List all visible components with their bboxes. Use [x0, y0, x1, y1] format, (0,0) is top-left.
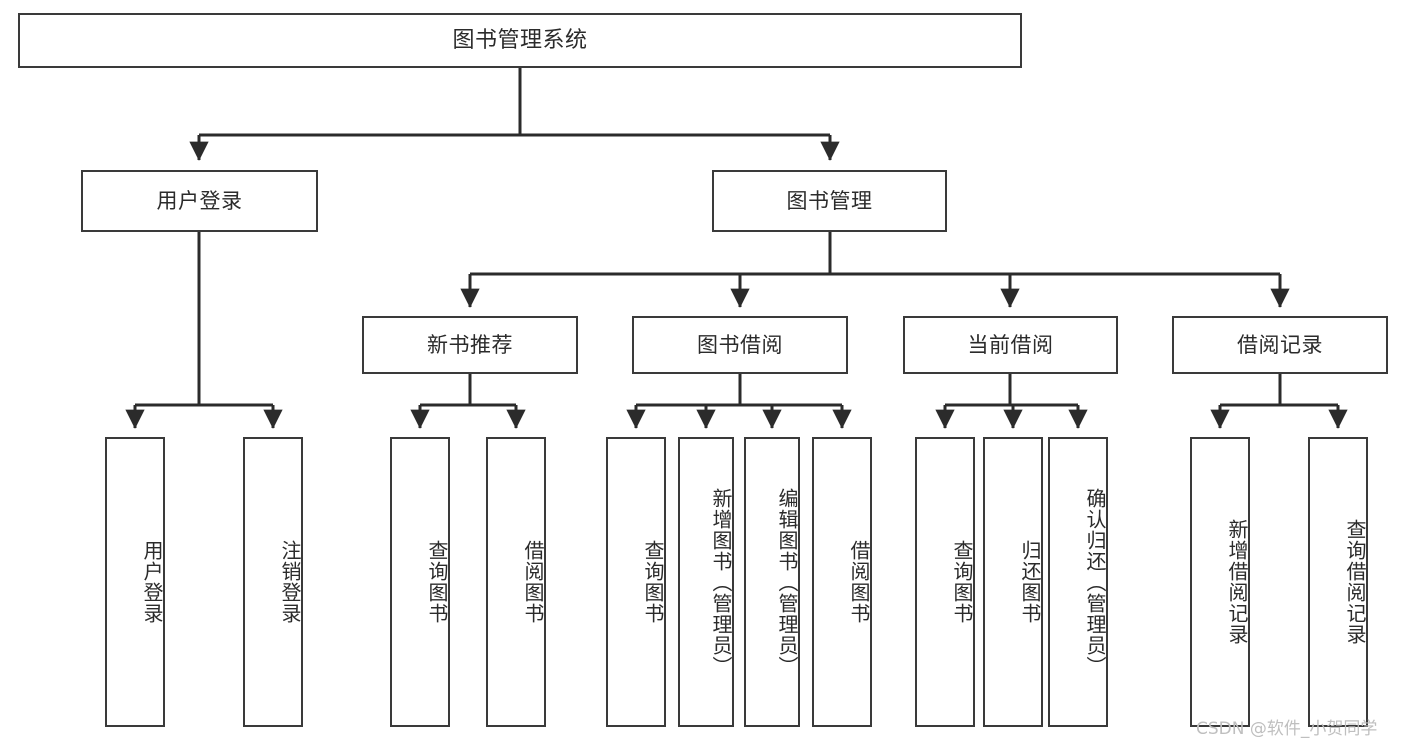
node-leaf-add-borrow-record[interactable]: 新增借阅记录 — [1190, 437, 1250, 727]
node-leaf-confirm-return-admin[interactable]: 确认归还（管理员） — [1048, 437, 1108, 727]
node-book-borrow[interactable]: 图书借阅 — [632, 316, 848, 374]
node-leaf-query-book-current[interactable]: 查询图书 — [915, 437, 975, 727]
node-leaf-edit-book-admin[interactable]: 编辑图书（管理员） — [744, 437, 800, 727]
node-leaf-query-borrow-record[interactable]: 查询借阅记录 — [1308, 437, 1368, 727]
node-borrow-record[interactable]: 借阅记录 — [1172, 316, 1388, 374]
csdn-watermark: CSDN @软件_小贺同学 — [1196, 719, 1378, 739]
node-user-login[interactable]: 用户登录 — [81, 170, 318, 232]
leaf-label: 借阅图书 — [847, 540, 871, 624]
leaf-label: 查询图书 — [641, 540, 665, 624]
node-new-book-recommend[interactable]: 新书推荐 — [362, 316, 578, 374]
leaf-label: 注销登录 — [278, 540, 302, 624]
node-root-system[interactable]: 图书管理系统 — [18, 13, 1022, 68]
node-leaf-borrow-book[interactable]: 借阅图书 — [812, 437, 872, 727]
leaf-label: 编辑图书（管理员） — [775, 487, 799, 677]
node-leaf-return-book[interactable]: 归还图书 — [983, 437, 1043, 727]
node-leaf-user-login[interactable]: 用户登录 — [105, 437, 165, 727]
node-leaf-borrow-book-recommend[interactable]: 借阅图书 — [486, 437, 546, 727]
node-current-borrow[interactable]: 当前借阅 — [903, 316, 1118, 374]
leaf-label: 查询图书 — [425, 540, 449, 624]
node-book-manage[interactable]: 图书管理 — [712, 170, 947, 232]
leaf-label: 归还图书 — [1018, 540, 1042, 624]
node-leaf-query-book-borrow[interactable]: 查询图书 — [606, 437, 666, 727]
node-leaf-query-book-recommend[interactable]: 查询图书 — [390, 437, 450, 727]
leaf-label: 确认归还（管理员） — [1083, 487, 1107, 677]
leaf-label: 新增图书（管理员） — [709, 487, 733, 677]
node-leaf-logout[interactable]: 注销登录 — [243, 437, 303, 727]
leaf-label: 查询借阅记录 — [1343, 519, 1367, 645]
leaf-label: 用户登录 — [140, 540, 164, 624]
node-leaf-add-book-admin[interactable]: 新增图书（管理员） — [678, 437, 734, 727]
leaf-label: 新增借阅记录 — [1225, 519, 1249, 645]
leaf-label: 借阅图书 — [521, 540, 545, 624]
leaf-label: 查询图书 — [950, 540, 974, 624]
